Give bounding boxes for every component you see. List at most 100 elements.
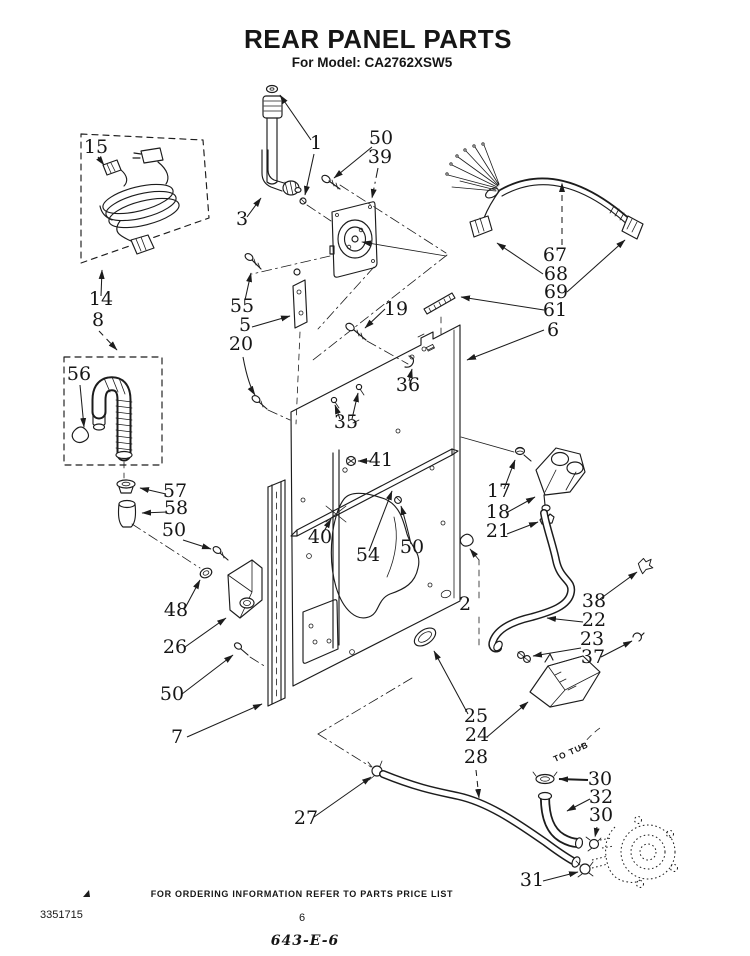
ground-strap-61: [423, 292, 456, 339]
drain-hose-inset: [63, 356, 201, 569]
callout-57: 57: [163, 480, 187, 502]
page-title: REAR PANEL PARTS: [244, 24, 512, 54]
doc-number: 3351715: [40, 909, 83, 921]
callout-50-b: 50: [162, 519, 186, 541]
callout-58: 58: [164, 497, 188, 519]
leader-lines: [79, 94, 638, 882]
callout-54: 54: [356, 544, 380, 566]
callout-17: 17: [487, 480, 511, 502]
clamp-30-upper: [532, 771, 558, 785]
rear-panel-6: [290, 324, 461, 687]
callout-20: 20: [229, 333, 253, 355]
drain-hose-22-group: [413, 509, 654, 708]
callout-21: 21: [486, 520, 510, 542]
clip-38: [637, 557, 654, 575]
callout-67: 67: [543, 244, 567, 266]
clip-35-b: [355, 383, 363, 391]
callout-27: 27: [294, 807, 318, 829]
wire-harness: [445, 142, 644, 240]
to-tub-label: TO TUB: [552, 739, 590, 763]
hose-support-bracket-24: [529, 653, 601, 708]
callout-28: 28: [464, 746, 488, 768]
callout-24: 24: [465, 724, 489, 746]
inset-box-power-cord: [80, 133, 210, 264]
callout-37: 37: [581, 646, 605, 668]
callout-18: 18: [486, 501, 510, 523]
callout-25: 25: [464, 705, 488, 727]
callout-50-c: 50: [400, 536, 424, 558]
ring-37: [632, 632, 645, 642]
callout-labels: 15 14 8 1 50 39 3 67 68 69 61 6 55 5 20 …: [67, 127, 613, 891]
clip-2: [459, 533, 474, 547]
gasket-25: [413, 627, 437, 647]
tub-hose-28-group: [317, 677, 581, 868]
clamp-30-lower: [585, 836, 602, 852]
callout-7: 7: [171, 726, 183, 748]
pump-phantom: [591, 816, 678, 888]
clip-41: [345, 455, 357, 467]
screw-50-panel: [394, 496, 402, 504]
phantom-lines-top: [251, 184, 448, 361]
callout-39: 39: [368, 146, 392, 168]
bracket-26: [227, 559, 263, 619]
callout-23: 23: [580, 628, 604, 650]
footer: FOR ORDERING INFORMATION REFER TO PARTS …: [40, 889, 453, 949]
page-number: 6: [299, 912, 305, 924]
callout-14: 14: [89, 288, 113, 310]
bracket-26-group: [199, 545, 267, 668]
inlet-tube-assembly: [262, 84, 332, 222]
side-rail-7: [267, 479, 286, 707]
callout-3: 3: [236, 208, 248, 230]
callout-30-a: 30: [588, 768, 612, 790]
plate-code: 643-E-6: [271, 933, 340, 949]
harness-connector-left: [469, 215, 493, 238]
water-inlet-valve-18: [535, 447, 586, 512]
callout-8: 8: [92, 309, 104, 331]
callout-56: 56: [67, 363, 91, 385]
cap-57: [116, 479, 136, 494]
callout-48: 48: [164, 599, 188, 621]
callout-41: 41: [369, 449, 393, 471]
elbow-fill-tube-3: [261, 149, 302, 196]
clip-36: [404, 355, 415, 368]
callout-40: 40: [308, 526, 332, 548]
callout-6: 6: [547, 319, 559, 341]
cord-connector: [130, 234, 155, 255]
callout-1: 1: [310, 132, 322, 154]
footnote-marker: [83, 890, 90, 897]
callout-50-a: 50: [369, 127, 393, 149]
callout-15: 15: [84, 136, 108, 158]
callout-38: 38: [582, 590, 606, 612]
callout-61: 61: [543, 299, 567, 321]
callout-19: 19: [384, 298, 408, 320]
callout-35: 35: [334, 411, 358, 433]
callout-2: 2: [459, 593, 471, 615]
callout-68: 68: [544, 263, 568, 285]
screw-50-top: [321, 174, 341, 190]
callout-55: 55: [230, 295, 254, 317]
callout-50-d: 50: [160, 683, 184, 705]
motor-cover-plate-39: [329, 201, 378, 278]
terminal-15: [102, 159, 122, 176]
grommet-48: [199, 567, 213, 579]
callout-30-b: 30: [589, 804, 613, 826]
callout-32: 32: [589, 786, 613, 808]
callout-26: 26: [163, 636, 187, 658]
callout-5: 5: [239, 314, 251, 336]
callout-36: 36: [396, 374, 420, 396]
callout-31: 31: [520, 869, 544, 891]
power-cord-assembly: [80, 133, 210, 264]
clamp-31: [575, 860, 594, 878]
plug: [140, 147, 164, 164]
clip-56: [71, 426, 90, 444]
ordering-note: FOR ORDERING INFORMATION REFER TO PARTS …: [151, 889, 454, 899]
harness-connector-right: [621, 215, 644, 240]
clamp-23: [517, 651, 531, 663]
inset-box-drain-hose: [63, 356, 163, 466]
clip-35-a: [330, 396, 338, 404]
callout-22: 22: [582, 609, 606, 631]
model-subtitle: For Model: CA2762XSW5: [292, 55, 453, 70]
cone-58: [117, 499, 137, 528]
